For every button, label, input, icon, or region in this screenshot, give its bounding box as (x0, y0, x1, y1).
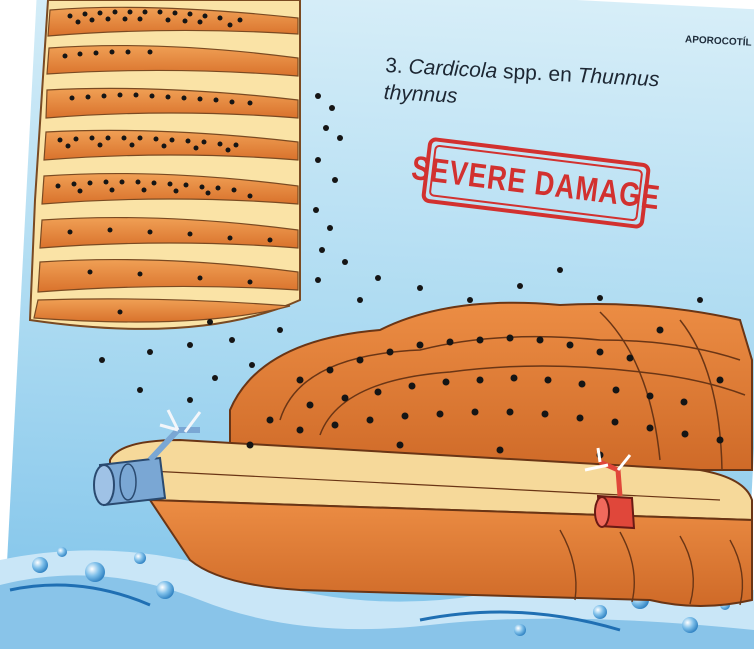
title-host-line2: thynnus (383, 81, 458, 108)
magnified-lamellae-panel (30, 0, 300, 329)
title-host-line1: Thunnus (577, 64, 660, 91)
title-genus: Cardicola (408, 55, 498, 83)
title-number: 3. (385, 54, 404, 78)
title-middle: spp. en (497, 60, 579, 87)
